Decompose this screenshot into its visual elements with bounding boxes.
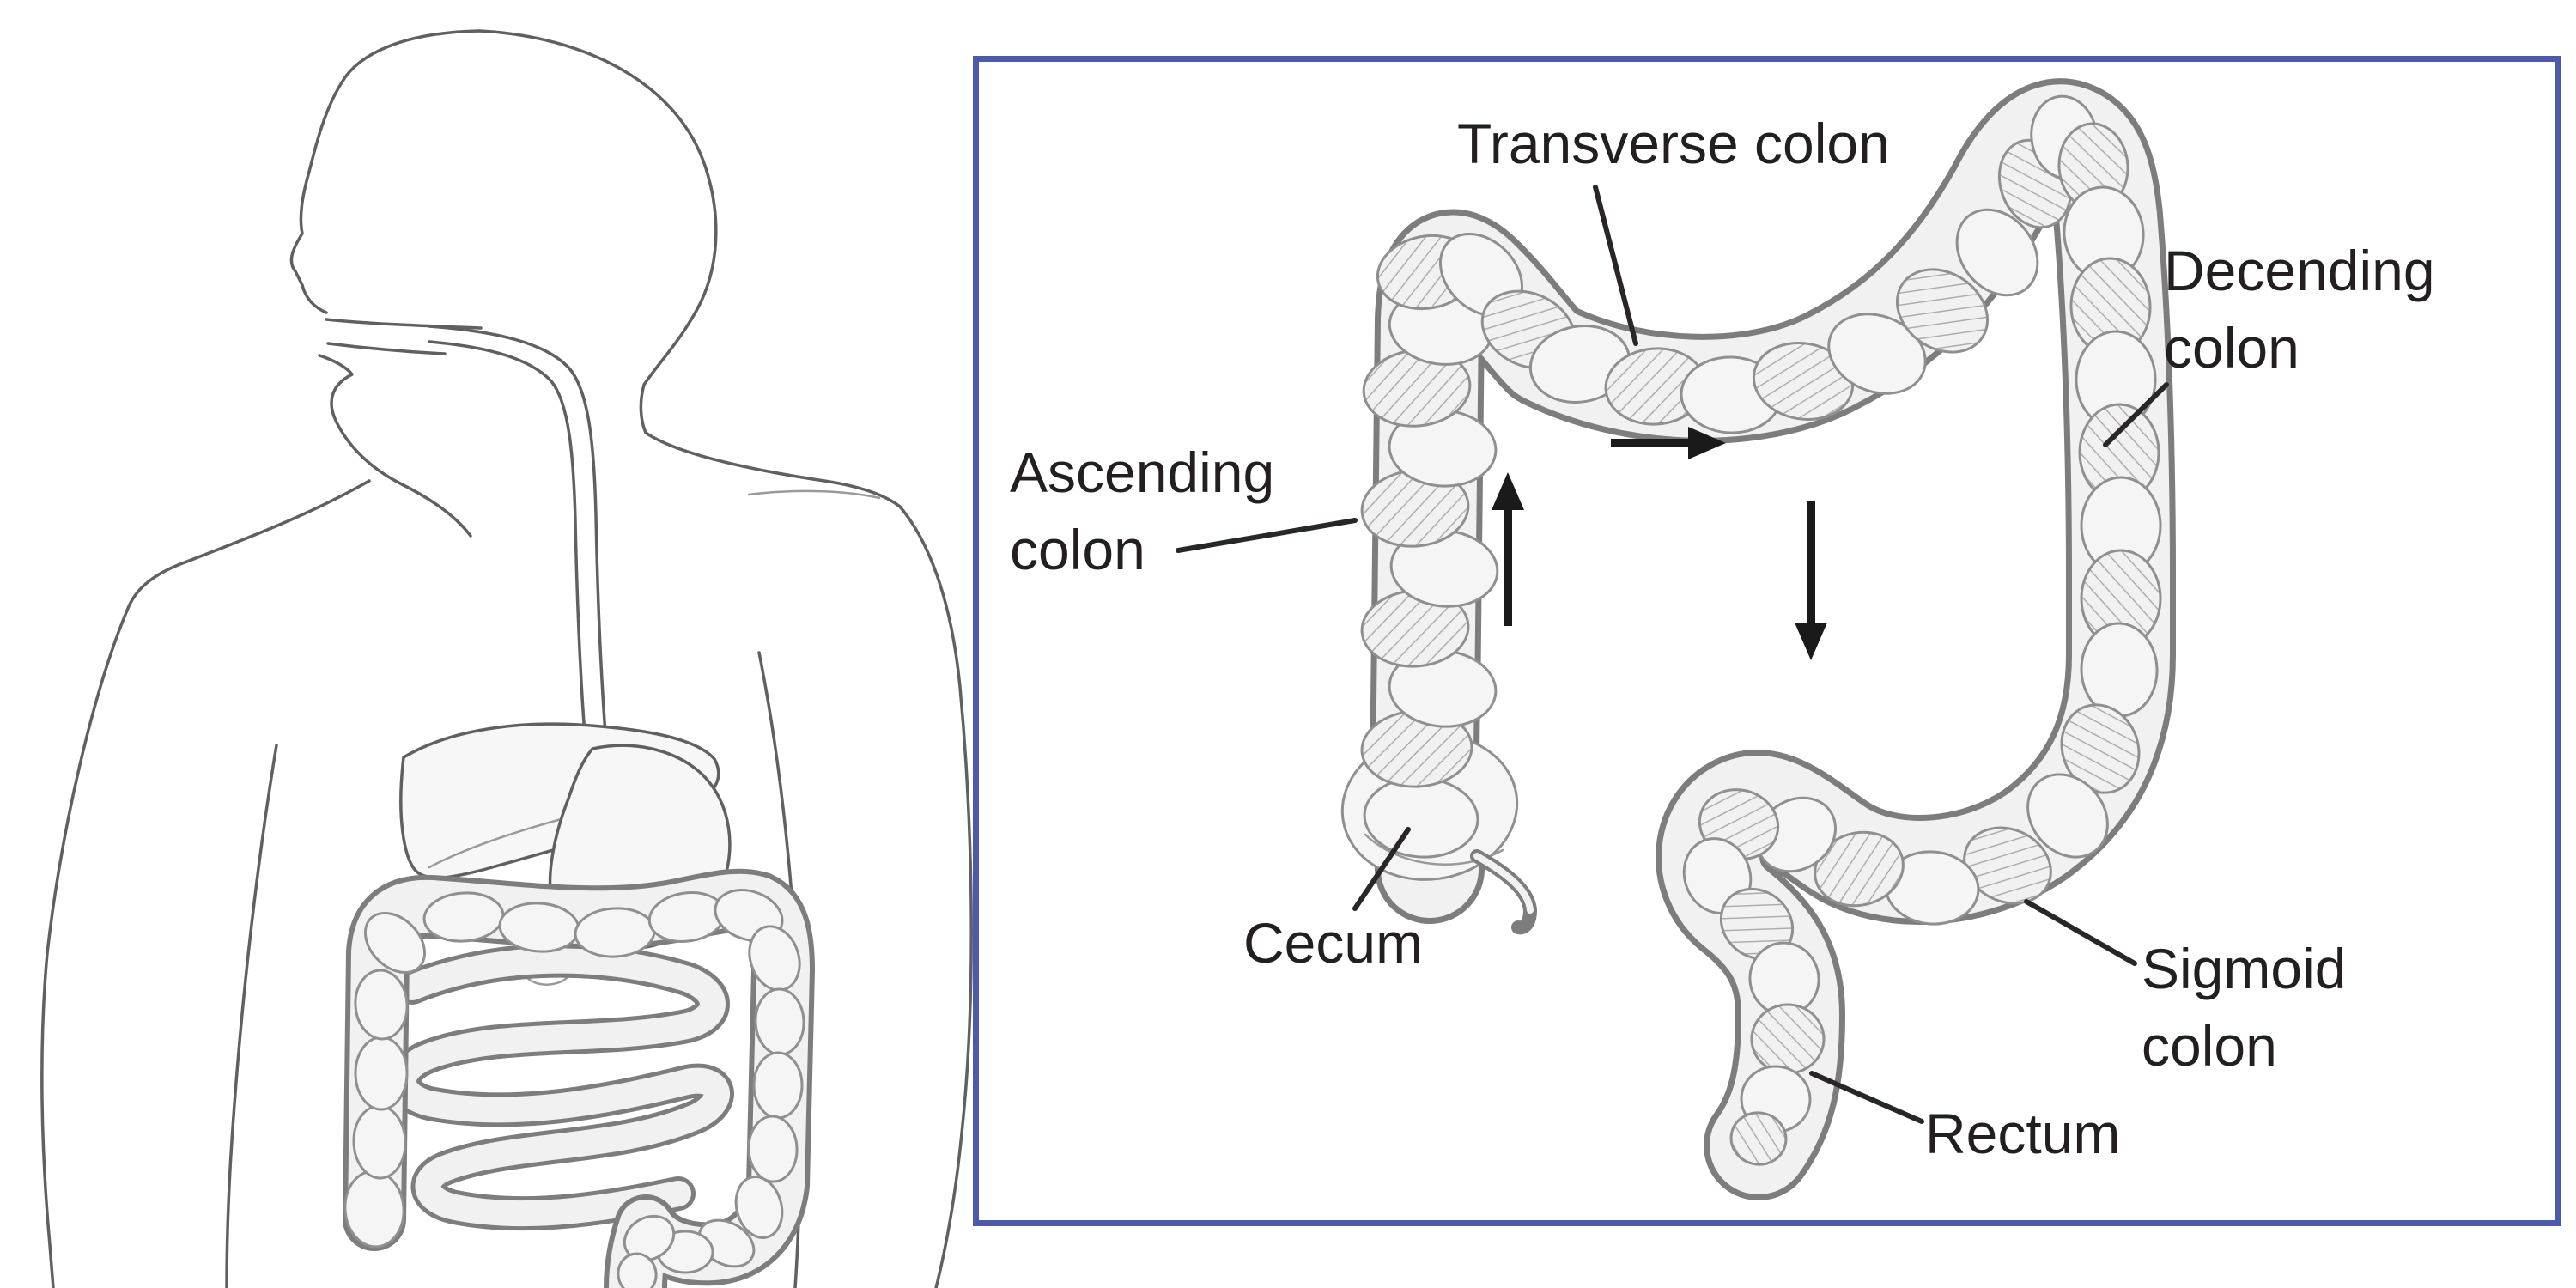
colon-illustration <box>1340 78 2176 1200</box>
label-sigmoid-colon: Sigmoid colon <box>2142 937 2347 1078</box>
label-cecum: Cecum <box>1243 911 1424 975</box>
small-intestine-sketch <box>386 943 734 1231</box>
label-rectum: Rectum <box>1925 1102 2121 1165</box>
diagram-panel <box>973 56 2561 1226</box>
down-arrow-icon <box>1795 501 1827 660</box>
head-outline <box>289 29 718 538</box>
up-arrow-icon <box>1492 472 1524 626</box>
large-intestine-sketch <box>343 868 815 1288</box>
label-ascending-colon: Ascending colon <box>1010 440 1275 581</box>
label-transverse-colon: Transverse colon <box>1457 112 1890 175</box>
right-arrow-icon <box>1611 427 1726 459</box>
colon-haustra-sketch <box>343 889 805 1288</box>
label-decending-colon: Decending colon <box>2164 239 2435 380</box>
esophagus <box>428 325 608 749</box>
human-digestive-overview-sketch <box>40 29 973 1288</box>
colon-haustra <box>1360 94 2162 1166</box>
